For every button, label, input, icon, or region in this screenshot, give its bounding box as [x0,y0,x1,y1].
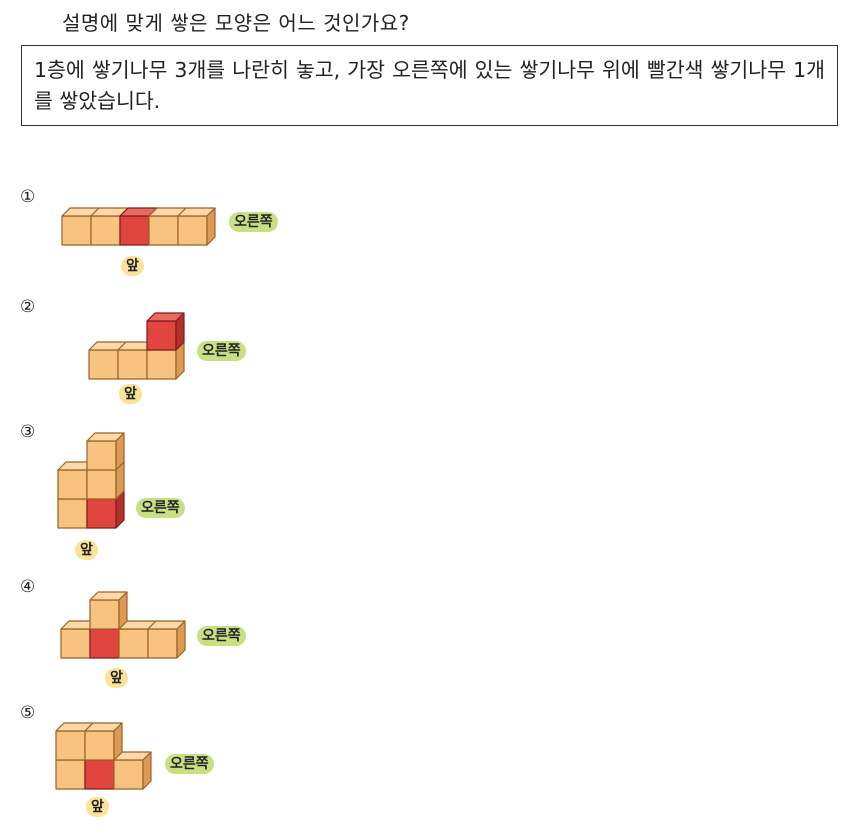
block-group [88,312,185,380]
option-number: ② [20,297,36,317]
question-text: 설명에 맞게 쌓은 모양은 어느 것인가요? [62,11,410,35]
block [84,722,123,761]
front-direction-label: 앞 [105,668,128,688]
description-text: 1층에 쌓기나무 3개를 나란히 놓고, 가장 오른쪽에 있는 쌓기나무 위에 … [34,58,825,113]
block [61,207,100,246]
option-number: ① [20,187,36,207]
block-group [57,432,125,529]
block [147,620,186,659]
red-block [119,207,158,246]
front-direction-label: 앞 [86,797,109,817]
red-block [86,490,125,529]
block [55,759,86,790]
block [88,341,127,380]
block [86,461,125,500]
right-direction-label: 오른쪽 [197,626,246,646]
red-block [146,312,185,351]
description-box: 1층에 쌓기나무 3개를 나란히 놓고, 가장 오른쪽에 있는 쌓기나무 위에 … [21,45,838,126]
front-direction-label: 앞 [121,256,144,276]
option-number: ④ [20,577,36,597]
front-direction-label: 앞 [119,384,142,404]
block [89,591,128,630]
block [113,751,152,790]
option-number: ③ [20,422,36,442]
block-group [55,722,152,790]
block [177,207,216,246]
right-direction-label: 오른쪽 [197,341,246,361]
right-direction-label: 오른쪽 [229,212,278,232]
option-number: ⑤ [20,703,36,723]
block [90,207,129,246]
block [86,432,125,471]
front-direction-label: 앞 [75,540,98,560]
right-direction-label: 오른쪽 [136,498,185,518]
block-group [60,591,186,659]
block-group [61,207,216,246]
right-direction-label: 오른쪽 [165,754,214,774]
red-block [84,759,115,790]
